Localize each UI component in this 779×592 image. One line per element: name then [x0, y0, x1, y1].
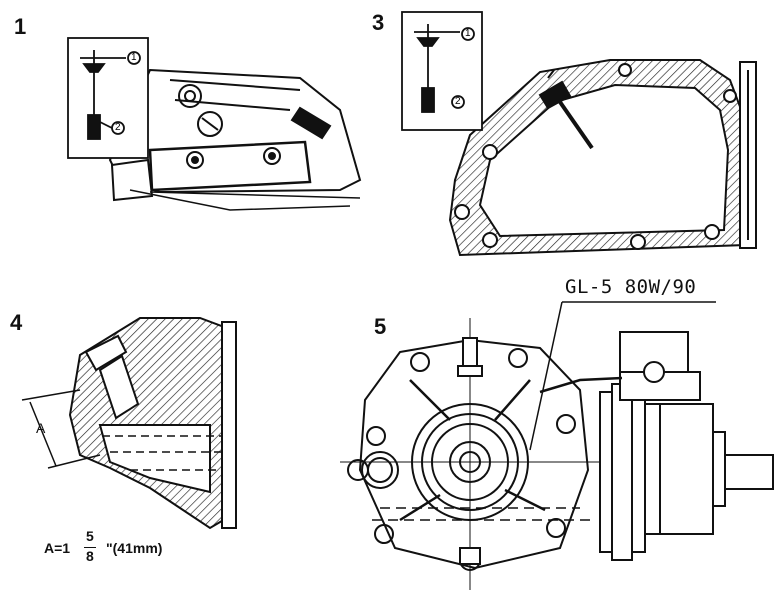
panel-4-drawing	[21, 317, 237, 530]
panel-number-4: 4	[10, 310, 23, 335]
oil-spec-label: GL-5 80W/90	[565, 276, 697, 298]
dimension-denominator: 8	[86, 548, 94, 564]
panel-3-drawing	[448, 59, 757, 257]
panel-1-inset	[67, 37, 149, 159]
fraction-bar	[84, 547, 96, 548]
panel-number-3: 3	[372, 10, 385, 35]
callout-upper-1: 1	[131, 52, 137, 63]
dimension-prefix: A=1	[44, 540, 71, 556]
callout-lower-1: 2	[115, 122, 121, 133]
panel-5-drawing	[340, 301, 774, 590]
panel-number-5: 5	[374, 314, 387, 339]
callout-upper-3: 1	[465, 28, 471, 39]
panel-1-drawing	[108, 68, 362, 211]
panel-number-1: 1	[14, 14, 27, 39]
dimension-suffix: "(41mm)	[106, 540, 163, 556]
callout-lower-3: 2	[455, 96, 461, 107]
dimension-numerator: 5	[86, 528, 94, 544]
dimension-letter: A	[36, 420, 46, 436]
panel-3-inset	[401, 11, 483, 131]
